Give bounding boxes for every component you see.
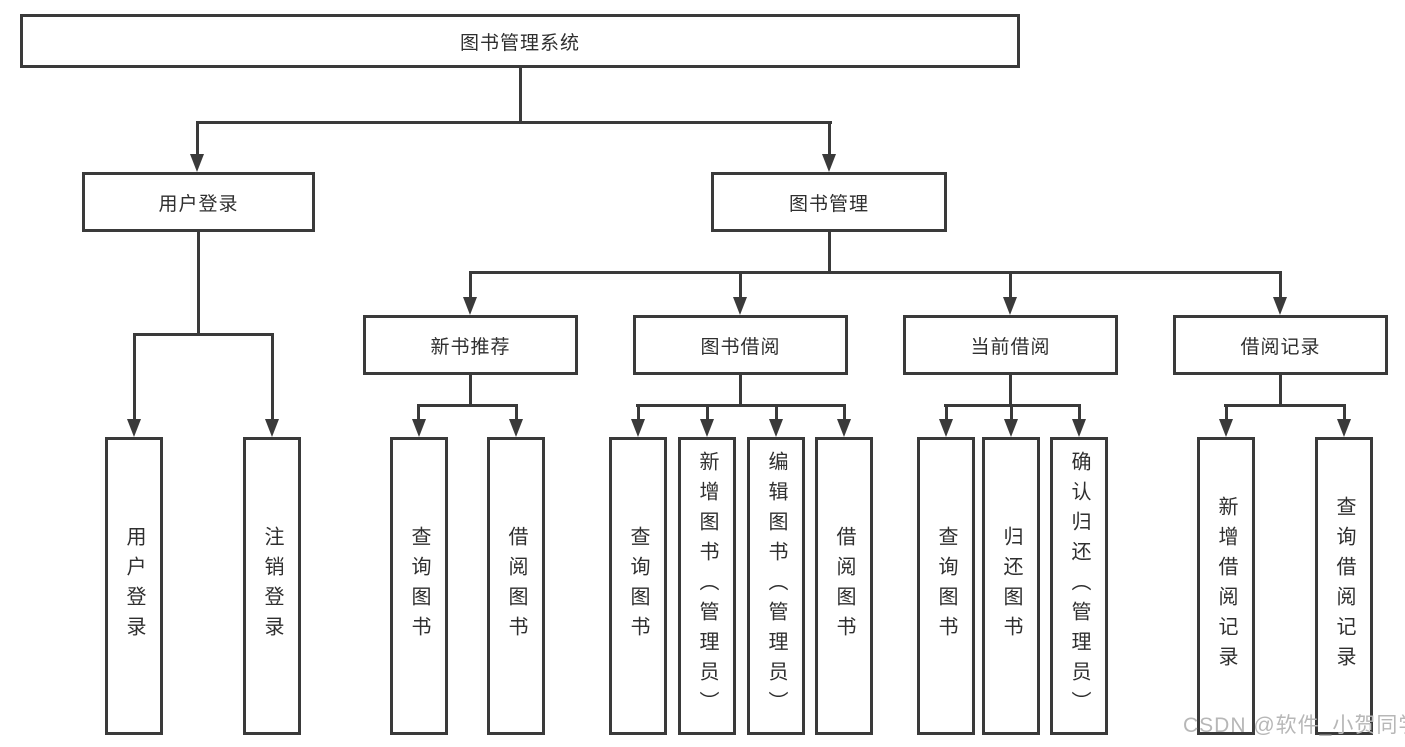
connector-stem	[469, 375, 472, 407]
connector-stem	[1009, 375, 1012, 407]
arrowhead-down-icon	[939, 419, 953, 437]
connector-drop	[1279, 271, 1282, 299]
leaf-recommend-query-books: 查询图书	[390, 437, 448, 735]
leaf-logout: 注销登录	[243, 437, 301, 735]
leaf-borrowing-edit-book-admin: 编辑图书（管理员）	[747, 437, 805, 735]
node-book-management: 图书管理	[711, 172, 947, 232]
connector-drop	[945, 404, 948, 421]
csdn-watermark: CSDN @软件_小贺同学	[1183, 714, 1405, 737]
arrowhead-down-icon	[463, 297, 477, 315]
leaf-current-return-books: 归还图书	[982, 437, 1040, 735]
connector-rail	[469, 271, 1282, 274]
arrowhead-down-icon	[1072, 419, 1086, 437]
connector-drop	[843, 404, 846, 421]
connector-rail	[1224, 404, 1346, 407]
connector-drop	[637, 404, 640, 421]
arrowhead-down-icon	[769, 419, 783, 437]
arrowhead-down-icon	[822, 154, 836, 172]
connector-drop	[133, 333, 136, 421]
arrowhead-down-icon	[509, 419, 523, 437]
arrowhead-down-icon	[412, 419, 426, 437]
connector-drop	[417, 404, 420, 421]
leaf-records-query-borrow-record: 查询借阅记录	[1315, 437, 1373, 735]
connector-drop	[1078, 404, 1081, 421]
connector-drop	[1009, 271, 1012, 299]
connector-drop	[469, 271, 472, 299]
node-new-book-recommendation: 新书推荐	[363, 315, 578, 375]
connector-rail	[196, 121, 832, 124]
connector-rail	[417, 404, 518, 407]
arrowhead-down-icon	[733, 297, 747, 315]
arrowhead-down-icon	[190, 154, 204, 172]
connector-stem	[1279, 375, 1282, 407]
arrowhead-down-icon	[837, 419, 851, 437]
leaf-borrowing-query-books: 查询图书	[609, 437, 667, 735]
arrowhead-down-icon	[265, 419, 279, 437]
connector-drop	[739, 271, 742, 299]
leaf-current-confirm-return-admin: 确认归还（管理员）	[1050, 437, 1108, 735]
arrowhead-down-icon	[1219, 419, 1233, 437]
connector-drop	[828, 121, 831, 156]
leaf-borrowing-borrow-books: 借阅图书	[815, 437, 873, 735]
connector-drop	[1225, 404, 1228, 421]
connector-drop	[706, 404, 709, 421]
arrowhead-down-icon	[1003, 297, 1017, 315]
connector-rail	[133, 333, 274, 336]
leaf-user-login: 用户登录	[105, 437, 163, 735]
connector-drop	[1343, 404, 1346, 421]
leaf-recommend-borrow-books: 借阅图书	[487, 437, 545, 735]
arrowhead-down-icon	[1337, 419, 1351, 437]
connector-stem	[197, 232, 200, 336]
leaf-current-query-books: 查询图书	[917, 437, 975, 735]
arrowhead-down-icon	[1004, 419, 1018, 437]
connector-drop	[515, 404, 518, 421]
leaf-borrowing-add-book-admin: 新增图书（管理员）	[678, 437, 736, 735]
arrowhead-down-icon	[700, 419, 714, 437]
connector-rail	[636, 404, 845, 407]
leaf-records-add-borrow-record: 新增借阅记录	[1197, 437, 1255, 735]
connector-drop	[775, 404, 778, 421]
arrowhead-down-icon	[631, 419, 645, 437]
arrowhead-down-icon	[1273, 297, 1287, 315]
connector-drop	[1010, 404, 1013, 421]
node-root: 图书管理系统	[20, 14, 1020, 68]
connector-drop	[271, 333, 274, 421]
node-current-borrowing: 当前借阅	[903, 315, 1118, 375]
node-borrowing-records: 借阅记录	[1173, 315, 1388, 375]
connector-stem	[519, 68, 522, 124]
connector-stem	[828, 232, 831, 274]
connector-drop	[196, 121, 199, 156]
node-book-borrowing: 图书借阅	[633, 315, 848, 375]
node-user-login: 用户登录	[82, 172, 315, 232]
connector-stem	[739, 375, 742, 407]
arrowhead-down-icon	[127, 419, 141, 437]
